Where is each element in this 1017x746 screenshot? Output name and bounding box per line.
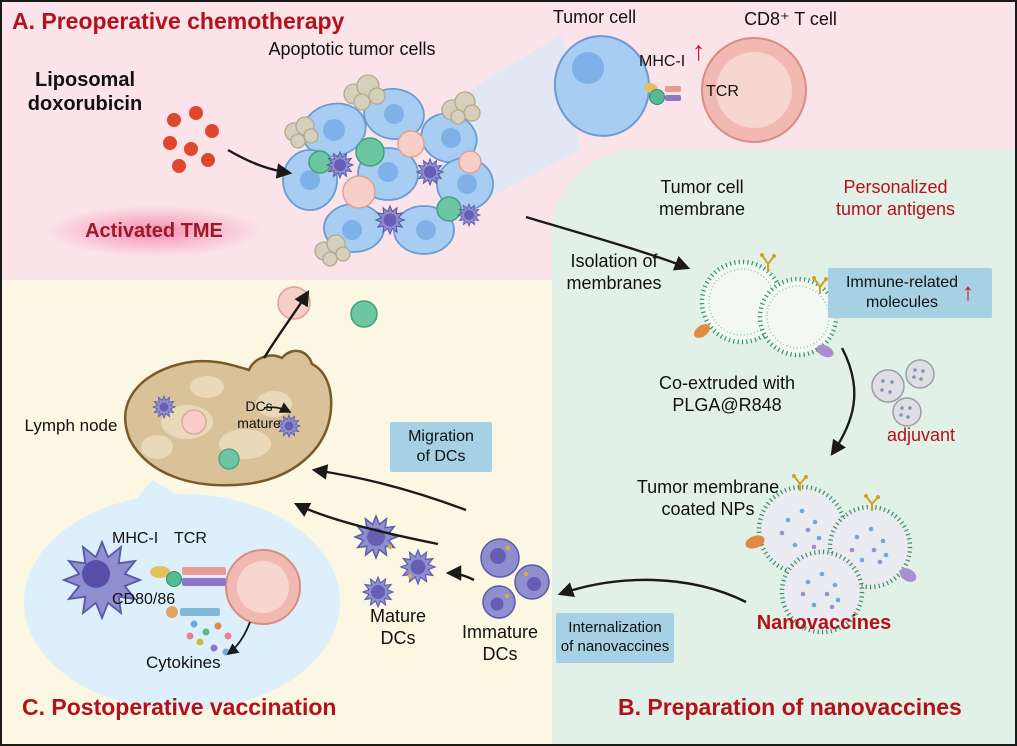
- arrow-cytokines: [226, 621, 251, 656]
- arrow-node-egress: [262, 290, 310, 359]
- doxorubicin-dots: [163, 106, 219, 173]
- flow-arrows: [226, 148, 856, 656]
- cd8-t-cell-label: CD8⁺ T cell: [744, 9, 837, 29]
- lymph-node: [124, 349, 333, 487]
- immune-molecules-box: Immune-related molecules ↑: [828, 268, 992, 318]
- nanovaccines-label: Nanovaccines: [756, 612, 892, 634]
- migration-box: Migration of DCs: [390, 422, 492, 472]
- cd80-86-label: CD80/86: [112, 591, 176, 608]
- activated-tme-glow: Activated TME: [48, 206, 260, 256]
- up-arrow-icon: ↑: [692, 36, 706, 66]
- arrow-migration-lower: [293, 502, 439, 546]
- arrow-dcs-mature: [263, 402, 292, 413]
- dcs-mature-label: DCs mature: [237, 398, 281, 432]
- tumor-cell-cluster: [282, 74, 494, 267]
- bubble-dc-cell: [64, 542, 140, 618]
- panel-c-title: C. Postoperative vaccination: [22, 694, 337, 720]
- tumor-cell-label: Tumor cell: [552, 7, 637, 27]
- panel-b-title: B. Preparation of nanovaccines: [618, 694, 962, 720]
- arrow-dox-to-tumor: [227, 148, 293, 179]
- cd8-t-cell-detail: [701, 37, 807, 143]
- lymph-node-label: Lymph node: [24, 416, 118, 435]
- mhc1-label-c: MHC-I: [112, 530, 159, 547]
- mhc1-label-a: MHC-I: [639, 53, 686, 70]
- cytokine-dots: [186, 620, 232, 656]
- apoptotic-cells: [284, 74, 481, 267]
- exported-cells: [277, 286, 378, 328]
- arrow-cluster-to-membranes: [525, 215, 691, 271]
- up-arrow-icon: ↑: [962, 279, 975, 306]
- arrow-membranes-to-nps: [830, 347, 856, 456]
- mature-dcs-label: Mature DCs: [369, 606, 427, 648]
- arrow-nanovaccines-to-dcs: [557, 578, 747, 604]
- immature-dcs: [480, 538, 550, 619]
- arrow-migration-upper: [311, 464, 467, 512]
- isolation-label: Isolation of membranes: [566, 251, 662, 293]
- tumor-membrane-label: Tumor cell membrane: [658, 177, 746, 219]
- apoptotic-tumor-cells-label: Apoptotic tumor cells: [268, 39, 436, 59]
- migration-text: Migration of DCs: [408, 428, 474, 465]
- adjuvant-nanoparticles: [871, 359, 935, 427]
- personalized-antigens-label: Personalized tumor antigens: [835, 177, 956, 219]
- cytokines-label: Cytokines: [146, 653, 221, 672]
- coated-nps-label: Tumor membrane coated NPs: [636, 477, 780, 519]
- immune-molecules-text: Immune-related molecules: [845, 274, 959, 311]
- mature-dcs: [355, 516, 435, 607]
- coextruded-label: Co-extruded with PLGA@R848: [658, 373, 796, 415]
- panel-a-title: A. Preoperative chemotherapy: [12, 8, 345, 34]
- internalization-box: Internalization of nanovaccines: [556, 613, 674, 663]
- membrane-vesicles: [693, 253, 839, 358]
- tumor-cell-detail: [553, 35, 681, 137]
- activated-tme-label: Activated TME: [85, 219, 223, 242]
- tcr-label-a: TCR: [706, 83, 739, 100]
- tcr-label-c: TCR: [174, 530, 207, 547]
- arrow-immature-to-mature: [445, 565, 475, 582]
- bubble-t-cell: [225, 549, 301, 625]
- internalization-text: Internalization of nanovaccines: [560, 619, 670, 655]
- liposomal-doxorubicin-label: Liposomal doxorubicin: [27, 69, 143, 116]
- nanovaccine-particles: [745, 474, 917, 635]
- immature-dcs-label: Immature DCs: [461, 622, 539, 664]
- immune-synapse: [150, 566, 226, 618]
- adjuvant-label: adjuvant: [886, 425, 956, 445]
